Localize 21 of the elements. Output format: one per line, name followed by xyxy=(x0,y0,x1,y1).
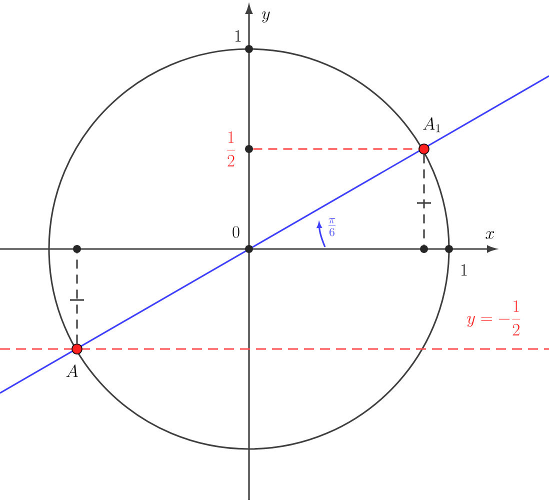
point: $1$ xyxy=(445,245,467,276)
dashed-line xyxy=(253,148,419,150)
node-label: $1$ xyxy=(462,264,467,276)
node-label: $\frac{1}{2}$ xyxy=(227,131,235,166)
point: $0$ xyxy=(232,226,253,253)
node-label: $A_1$ xyxy=(423,117,440,132)
node-label: $A$ xyxy=(66,364,78,377)
dashed-line xyxy=(76,253,78,344)
node-label: $0$ xyxy=(232,226,240,238)
point: $A_1$ xyxy=(418,117,440,154)
formula-label: $y=-\frac{1}{2}$ xyxy=(467,300,520,336)
dashed-line xyxy=(423,154,425,245)
formula-label: $\frac{\pi}{6}$ xyxy=(328,218,336,236)
point: $\frac{1}{2}$ xyxy=(227,131,253,166)
point xyxy=(73,245,81,253)
axis-label: $x$ xyxy=(486,231,494,239)
point xyxy=(420,245,428,253)
point: $1$ xyxy=(236,30,253,53)
axis-label: $y$ xyxy=(262,11,270,23)
node-label: $1$ xyxy=(236,30,241,42)
point: $A$ xyxy=(66,344,82,377)
